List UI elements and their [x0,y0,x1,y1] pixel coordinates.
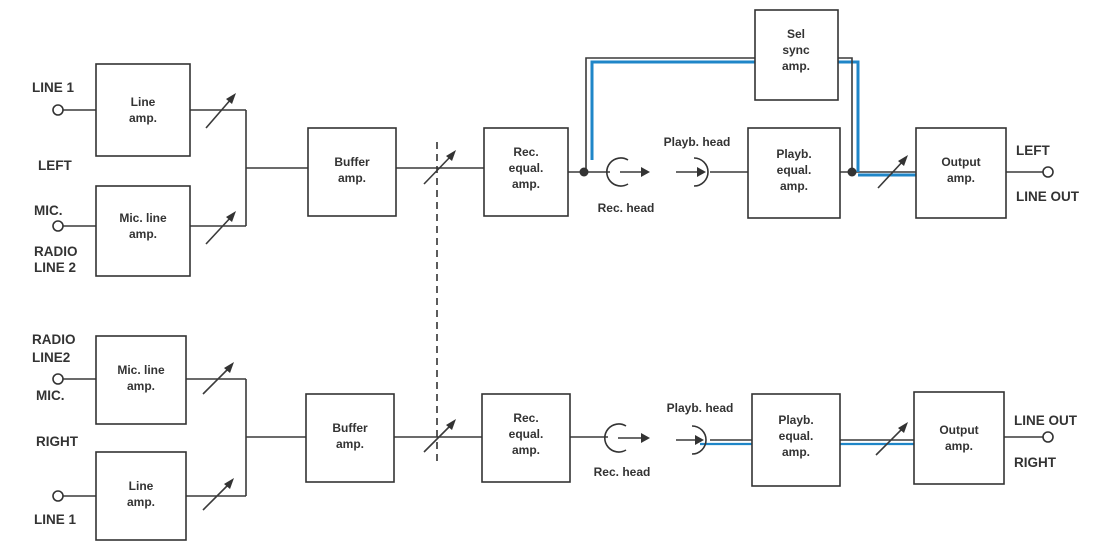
variable-level-controls [202,93,908,511]
right-output-amp-block: Output amp. [913,391,1005,485]
left-sel-sync-amp-block: Sel sync amp. [754,9,839,101]
left-mic-input-label: MIC. [34,203,63,218]
left-buffer-amp-label-1: Buffer [334,155,370,169]
left-mic-level-control-icon [205,211,236,245]
right-buffer-amp-label-1: Buffer [332,421,368,435]
right-rec-equal-amp-block: Rec. equal. amp. [481,393,571,483]
right-rec-level-control-icon [423,419,456,453]
right-line-out-terminal [1042,431,1054,443]
left-mic-line-amp-block: Mic. line amp. [95,185,191,277]
right-line1-input-label: LINE 1 [34,512,77,527]
sel-sync-amp-label-3: amp. [782,59,810,73]
left-radio-input-label: RADIO [34,244,78,259]
left-rec-head-icon [606,157,650,187]
left-output-amp-block: Output amp. [915,127,1007,219]
right-line-amp-label-2: amp. [127,495,155,509]
terminals [52,104,1054,502]
left-rec-level-control-icon [423,150,456,185]
left-rec-head-label: Rec. head [598,201,655,215]
left-mic-line-amp-label-1: Mic. line [119,211,167,225]
right-output-level-control-icon [875,422,908,456]
right-output-amp-label-2: amp. [945,439,973,453]
left-output-amp-label-2: amp. [947,171,975,185]
left-mic-input-terminal [52,220,64,232]
right-output-label: RIGHT [1014,455,1057,470]
right-buffer-amp-block: Buffer amp. [305,393,395,483]
left-line-out-terminal [1042,166,1054,178]
left-buffer-amp-block: Buffer amp. [307,127,397,217]
sel-sync-amp-label-1: Sel [787,27,805,41]
right-mic-input-label: MIC. [36,388,65,403]
left-line-level-control-icon [205,93,236,129]
right-playb-head-icon [676,425,707,455]
right-playb-equal-amp-block: Playb. equal. amp. [751,393,841,487]
left-playb-head-icon [676,157,709,187]
right-line-out-label: LINE OUT [1014,413,1078,428]
right-line1-input-terminal [52,490,64,502]
right-mic-line-amp-block: Mic. line amp. [95,335,187,425]
right-playb-equal-amp-label-2: equal. [779,429,814,443]
left-line-amp-label-1: Line [131,95,156,109]
left-output-label: LEFT [1016,143,1050,158]
left-output-amp-label-1: Output [941,155,980,169]
right-line2-input-label: LINE2 [32,350,70,365]
left-line1-input-label: LINE 1 [32,80,75,95]
left-channel-label: LEFT [38,158,72,173]
left-line1-input-terminal [52,104,64,116]
right-radio-input-label: RADIO [32,332,76,347]
left-mic-line-amp-label-2: amp. [129,227,157,241]
left-line-out-label: LINE OUT [1016,189,1080,204]
left-sel-sync-signal-path [585,57,918,177]
right-playb-equal-amp-label-1: Playb. [778,413,813,427]
right-playb-head-label: Playb. head [667,401,734,415]
right-rec-head-label: Rec. head [594,465,651,479]
right-buffer-amp-label-2: amp. [336,437,364,451]
left-output-junction-dot [847,167,857,177]
right-rec-equal-amp-label-1: Rec. [513,411,538,425]
right-line-level-control-icon [202,478,234,511]
left-line2-input-label: LINE 2 [34,260,76,275]
right-mic-line-amp-label-1: Mic. line [117,363,165,377]
left-rec-equal-amp-label-2: equal. [509,161,544,175]
left-playb-equal-amp-label-1: Playb. [776,147,811,161]
sel-sync-amp-label-2: sync [782,43,810,57]
right-mic-level-control-icon [202,362,234,395]
right-mic-line-amp-label-2: amp. [127,379,155,393]
right-rec-equal-amp-label-3: amp. [512,443,540,457]
left-playb-equal-amp-label-3: amp. [780,179,808,193]
right-output-amp-label-1: Output [939,423,978,437]
left-rec-junction-dot [579,167,589,177]
left-playb-head-label: Playb. head [664,135,731,149]
right-line-amp-block: Line amp. [95,451,187,541]
left-playb-equal-amp-label-2: equal. [777,163,812,177]
left-line-amp-block: Line amp. [95,63,191,157]
left-rec-equal-amp-label-3: amp. [512,177,540,191]
right-channel-label: RIGHT [36,434,79,449]
left-line-amp-label-2: amp. [129,111,157,125]
left-rec-equal-amp-label-1: Rec. [513,145,538,159]
left-output-level-control-icon [877,155,908,189]
right-mic-input-terminal [52,373,64,385]
right-rec-head-icon [604,423,650,453]
right-playb-equal-amp-label-3: amp. [782,445,810,459]
right-line-amp-label-1: Line [129,479,154,493]
left-rec-equal-amp-block: Rec. equal. amp. [483,127,569,217]
left-buffer-amp-label-2: amp. [338,171,366,185]
right-channel-wires [62,378,1043,497]
left-playb-equal-amp-block: Playb. equal. amp. [747,127,841,219]
right-rec-equal-amp-label-2: equal. [509,427,544,441]
